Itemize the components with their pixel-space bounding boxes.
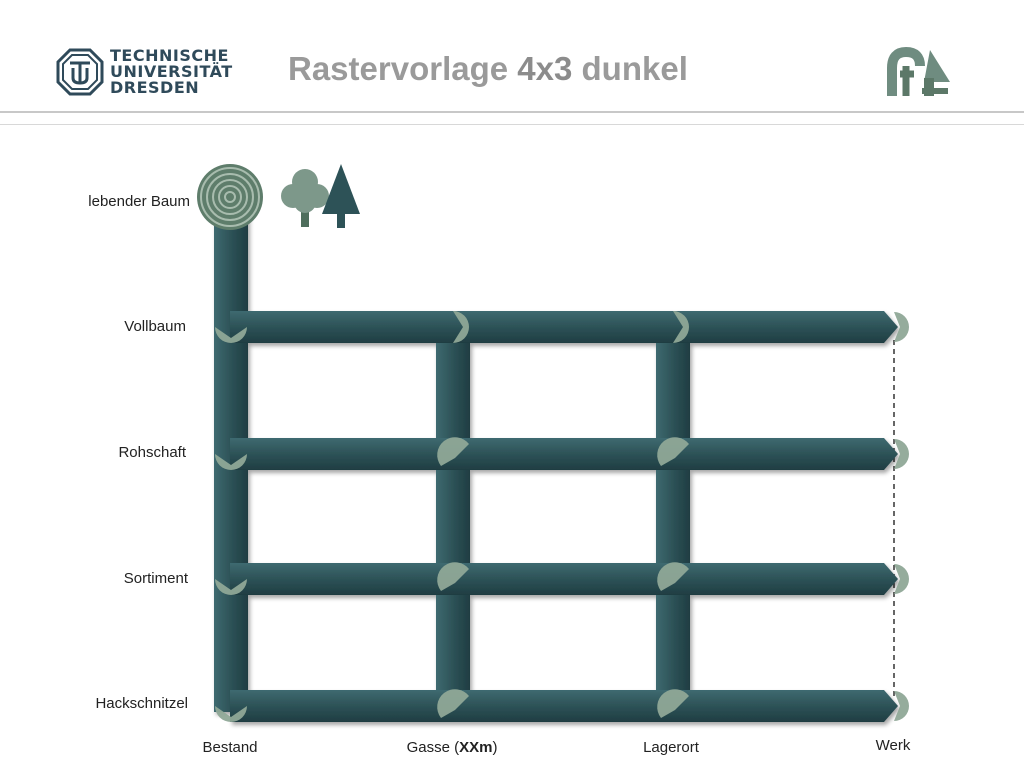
junction-node [215, 579, 247, 595]
page-title: Rastervorlage 4x3 dunkel [288, 50, 688, 88]
junction-node [437, 689, 469, 718]
tud-logo-icon [56, 48, 104, 101]
row-label-rohschaft: Rohschaft [118, 444, 186, 461]
deciduous-tree-icon [281, 169, 329, 227]
university-line: TECHNISCHE [110, 46, 229, 65]
row-label-hackschnitzel: Hackschnitzel [95, 695, 188, 712]
junction-node [215, 706, 247, 722]
ft-logo-icon [884, 44, 954, 105]
column-label-bestand: Bestand [202, 739, 258, 756]
junction-node [437, 562, 469, 591]
werk-end-node [894, 691, 909, 721]
title-grid-size: 4x3 [517, 50, 573, 87]
tree-rings-icon [197, 164, 263, 230]
title-suffix: dunkel [572, 50, 688, 87]
horizontal-bar-hackschnitzel [230, 690, 898, 722]
werk-end-node [894, 312, 909, 342]
header-divider-top [0, 111, 1024, 113]
junction-node [215, 454, 247, 470]
header-divider-bottom [0, 124, 1024, 125]
column-label-gasse-post: ) [492, 739, 498, 756]
junction-node [657, 437, 689, 466]
column-label-werk: Werk [875, 737, 911, 754]
junction-node [437, 437, 469, 466]
university-line: UNIVERSITÄT [110, 62, 233, 81]
werk-end-node [894, 564, 909, 594]
werk-end-node [894, 439, 909, 469]
row-label-sortiment: Sortiment [123, 570, 188, 587]
vertical-bar-lagerort [656, 330, 690, 712]
junction-node [215, 327, 247, 343]
horizontal-bar-vollbaum [230, 311, 898, 343]
column-label-gasse-width: XXm [459, 739, 493, 756]
column-label-lagerort: Lagerort [643, 739, 699, 756]
title-prefix: Rastervorlage [288, 50, 518, 87]
university-line: DRESDEN [110, 78, 200, 97]
column-label-gasse-pre: Gasse ( [406, 739, 460, 756]
junction-node [453, 311, 469, 343]
column-label-gasse: Gasse (XXm) [372, 739, 532, 756]
junction-node [657, 562, 689, 591]
junction-node [657, 689, 689, 718]
horizontal-bar-rohschaft [230, 438, 898, 470]
junction-node [673, 311, 689, 343]
university-name: TECHNISCHE UNIVERSITÄT DRESDEN [110, 48, 233, 96]
row-label-lebender-baum: lebender Baum [88, 193, 190, 210]
conifer-tree-icon [322, 164, 360, 228]
vertical-bar-gasse [436, 330, 470, 712]
horizontal-bar-sortiment [230, 563, 898, 595]
row-label-vollbaum: Vollbaum [124, 318, 186, 335]
